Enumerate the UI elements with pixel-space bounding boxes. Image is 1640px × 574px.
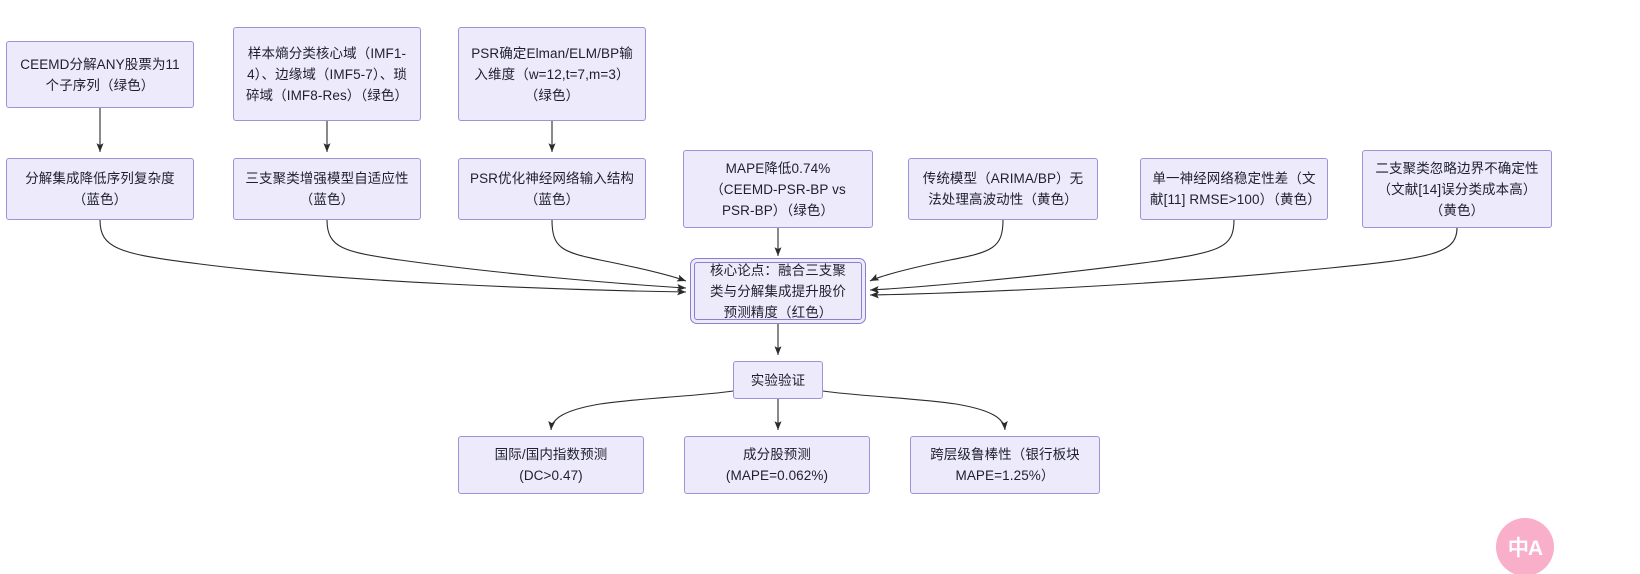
node-label: MAPE降低0.74%（CEEMD-PSR-BP vs PSR-BP）（绿色）	[710, 160, 846, 218]
node-label: 三支聚类增强模型自适应性（蓝色）	[245, 171, 409, 207]
edge-twoway-to-core	[869, 227, 1458, 299]
watermark-text: 中A	[1507, 537, 1543, 560]
node-label: 实验验证	[750, 372, 806, 388]
edge-threeway-to-core	[326, 219, 687, 291]
edge-singlenn-to-core	[869, 219, 1235, 294]
node-psr-optimize[interactable]: PSR优化神经网络输入结构（蓝色）	[458, 158, 646, 220]
node-mape-reduction[interactable]: MAPE降低0.74%（CEEMD-PSR-BP vs PSR-BP）（绿色）	[683, 150, 873, 228]
node-reduce-complexity[interactable]: 分解集成降低序列复杂度（蓝色）	[6, 158, 194, 220]
node-two-way-boundary[interactable]: 二支聚类忽略边界不确定性（文献[14]误分类成本高）（黄色）	[1362, 150, 1552, 228]
watermark-badge: 中A	[1496, 518, 1554, 574]
node-label: 成分股预测 (MAPE=0.062%)	[725, 447, 829, 483]
node-label: 单一神经网络稳定性差（文献[11] RMSE>100）（黄色）	[1150, 171, 1321, 207]
node-label: PSR优化神经网络输入结构（蓝色）	[469, 171, 635, 207]
node-label: 分解集成降低序列复杂度（蓝色）	[25, 171, 175, 207]
node-label: CEEMD分解ANY股票为11个子序列（绿色）	[20, 56, 180, 93]
node-experiment[interactable]: 实验验证	[733, 361, 823, 399]
node-label: 传统模型（ARIMA/BP）无法处理高波动性（黄色）	[922, 171, 1084, 207]
edge-traditional-to-core	[869, 219, 1004, 282]
edge-experiment-to-index	[548, 390, 734, 431]
node-index-forecast[interactable]: 国际/国内指数预测 (DC>0.47)	[458, 436, 644, 494]
node-three-way-adaptive[interactable]: 三支聚类增强模型自适应性（蓝色）	[233, 158, 421, 220]
node-label: PSR确定Elman/ELM/BP输入维度（w=12,t=7,m=3）（绿色）	[471, 45, 633, 103]
node-label: 样本熵分类核心域（IMF1-4）、边缘域（IMF5-7）、琐碎域（IMF8-Re…	[245, 45, 409, 103]
node-label: 二支聚类忽略边界不确定性（文献[14]误分类成本高）（黄色）	[1375, 160, 1539, 218]
node-label: 跨层级鲁棒性（银行板块 MAPE=1.25%）	[930, 447, 1080, 483]
edge-experiment-to-robust	[822, 390, 1008, 431]
node-sample-entropy[interactable]: 样本熵分类核心域（IMF1-4）、边缘域（IMF5-7）、琐碎域（IMF8-Re…	[233, 27, 421, 121]
edge-psropt-to-core	[551, 219, 687, 282]
node-label: 核心论点：融合三支聚类与分解集成提升股价预测精度（红色）	[710, 262, 846, 320]
node-single-nn-unstable[interactable]: 单一神经网络稳定性差（文献[11] RMSE>100）（黄色）	[1140, 158, 1328, 220]
edge-reduce-to-core	[99, 219, 687, 296]
node-traditional-limits[interactable]: 传统模型（ARIMA/BP）无法处理高波动性（黄色）	[908, 158, 1098, 220]
node-label: 国际/国内指数预测 (DC>0.47)	[494, 447, 608, 483]
node-core-thesis[interactable]: 核心论点：融合三支聚类与分解集成提升股价预测精度（红色）	[694, 262, 862, 320]
node-psr-dimension[interactable]: PSR确定Elman/ELM/BP输入维度（w=12,t=7,m=3）（绿色）	[458, 27, 646, 121]
node-cross-layer-robust[interactable]: 跨层级鲁棒性（银行板块 MAPE=1.25%）	[910, 436, 1100, 494]
node-ceemd-decompose[interactable]: CEEMD分解ANY股票为11个子序列（绿色）	[6, 41, 194, 108]
node-constituent-forecast[interactable]: 成分股预测 (MAPE=0.062%)	[684, 436, 870, 494]
